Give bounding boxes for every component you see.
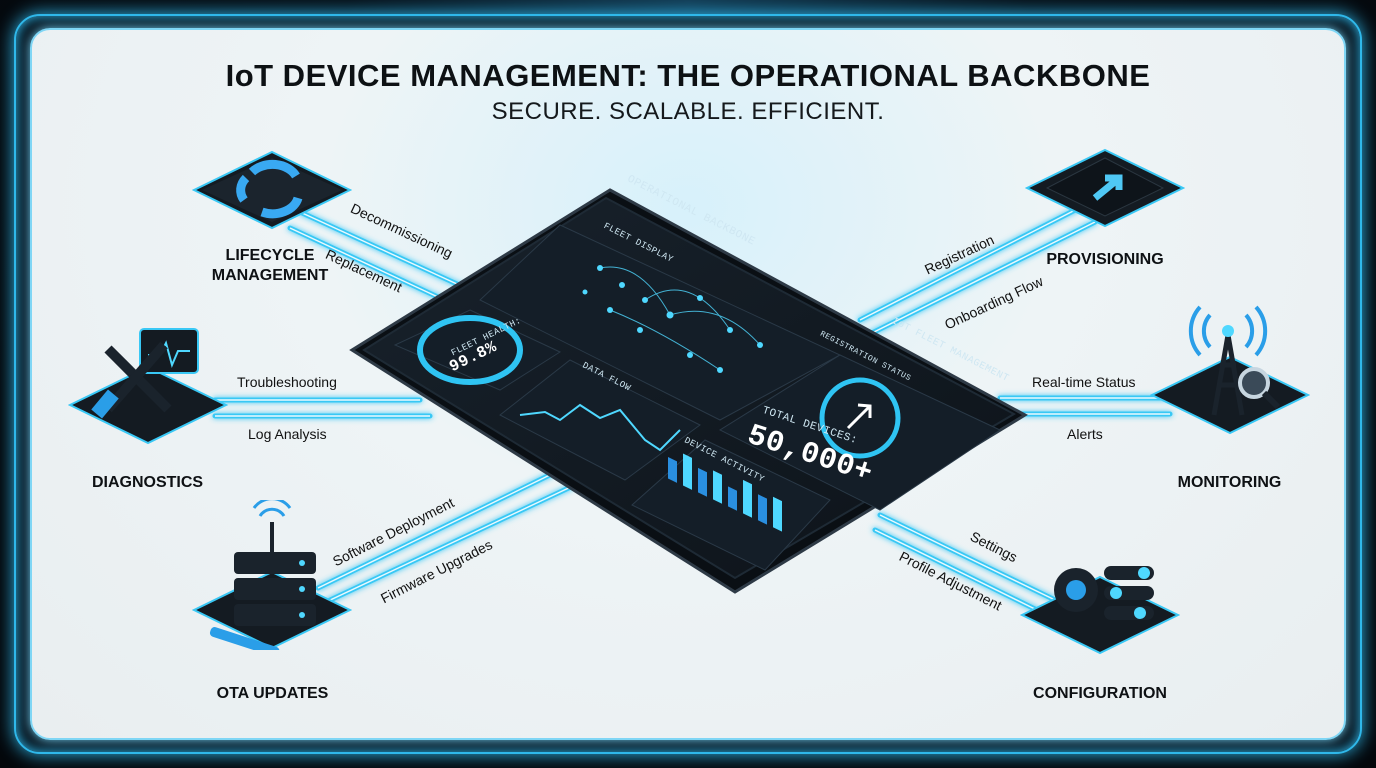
fleet-health-ring	[417, 315, 523, 385]
page-title: IoT DEVICE MANAGEMENT: THE OPERATIONAL B…	[225, 58, 1151, 93]
gear-toggles-icon	[1020, 566, 1180, 655]
diagnostics-title: DIAGNOSTICS	[91, 474, 204, 491]
activity-bar	[698, 467, 707, 497]
fleet-health-card	[393, 309, 562, 391]
ota-title: OTA UPDATES	[216, 685, 329, 702]
recycle-icon	[192, 150, 352, 230]
data-flow-wave	[519, 403, 681, 452]
monitoring-title: MONITORING	[1177, 474, 1282, 491]
activity-bar	[773, 496, 782, 532]
antenna-tower-icon	[1150, 305, 1310, 435]
device-activity-bars	[668, 453, 782, 532]
page-subtitle: SECURE. SCALABLE. EFFICIENT.	[491, 98, 885, 125]
chip-upload-icon	[1025, 148, 1185, 228]
registration-ring	[819, 377, 901, 459]
activity-bar	[728, 486, 737, 511]
activity-bar	[743, 479, 752, 518]
monitoring-link-alerts: Alerts	[1067, 426, 1103, 442]
diagnostics-link-troubleshooting: Troubleshooting	[237, 374, 337, 390]
configuration-title: CONFIGURATION	[1033, 685, 1167, 702]
monitoring-link-realtime-status: Real-time Status	[1032, 374, 1136, 390]
activity-bar	[758, 494, 767, 525]
registration-card	[718, 354, 1002, 511]
activity-bar	[683, 453, 692, 490]
provisioning-title: PROVISIONING	[1046, 251, 1164, 268]
diagnostics-link-log-analysis: Log Analysis	[248, 426, 327, 442]
activity-bar	[713, 470, 722, 504]
fleet-map-card	[479, 224, 842, 421]
wrench-screwdriver-icon	[68, 328, 228, 445]
server-stack-icon	[192, 500, 352, 650]
activity-bar	[668, 456, 677, 483]
data-flow-card	[499, 359, 701, 481]
